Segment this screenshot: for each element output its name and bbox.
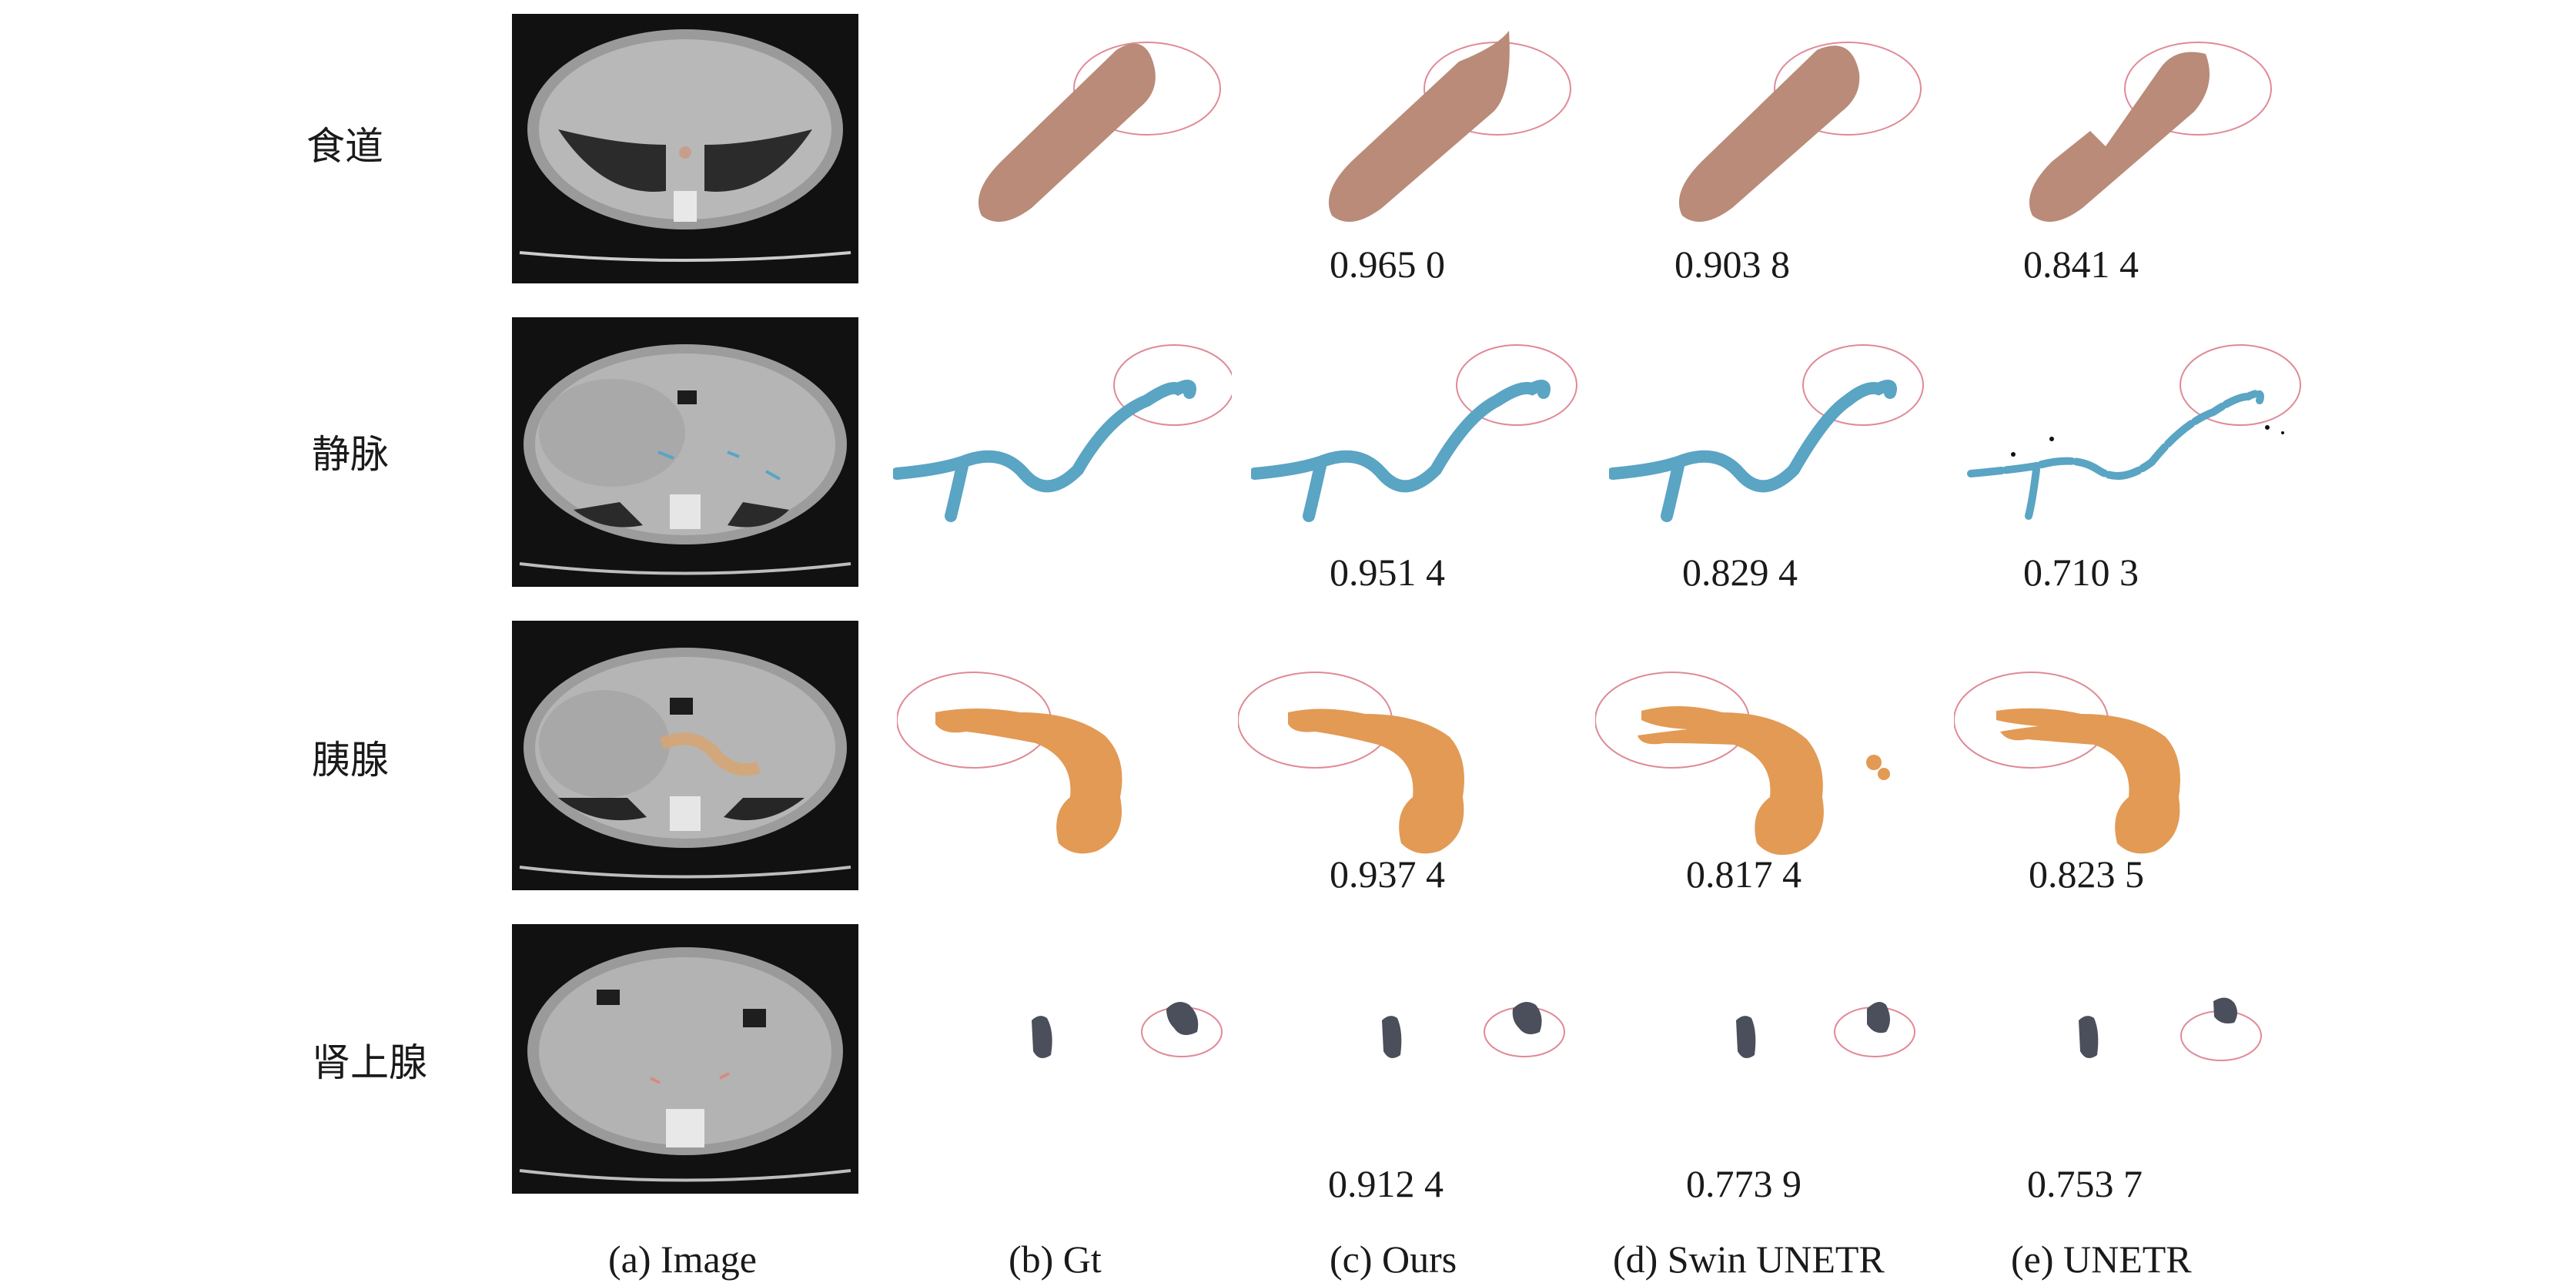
score-vein-unetr: 0.710 3 (2023, 551, 2139, 594)
esophagus-render-ours (1320, 15, 1582, 239)
row-label-pancreas: 胰腺 (312, 738, 389, 782)
ct-image-esophagus (512, 14, 858, 283)
pancreas-render-gt (897, 658, 1220, 866)
adrenal-render-unetr (2063, 986, 2263, 1086)
score-vein-swin: 0.829 4 (1682, 551, 1798, 594)
score-pancreas-swin: 0.817 4 (1686, 853, 1802, 896)
score-esophagus-ours: 0.965 0 (1330, 243, 1445, 286)
column-label-unetr: (e) UNETR (2011, 1238, 2192, 1281)
pancreas-render-unetr (1954, 658, 2277, 866)
score-pancreas-unetr: 0.823 5 (2029, 853, 2144, 896)
vein-render-swin (1609, 339, 1948, 539)
esophagus-render-swin (1671, 15, 1932, 239)
column-label-swin-unetr: (d) Swin UNETR (1613, 1238, 1885, 1281)
column-label-gt: (b) Gt (1009, 1238, 1102, 1281)
row-label-adrenal: 肾上腺 (312, 1040, 427, 1085)
adrenal-render-swin (1721, 986, 1921, 1086)
row-label-vein: 静脉 (312, 432, 389, 477)
esophagus-render-unetr (2021, 15, 2283, 239)
pancreas-render-swin (1595, 658, 1919, 866)
vein-render-ours (1251, 339, 1590, 539)
score-adrenal-ours: 0.912 4 (1328, 1162, 1444, 1205)
ct-image-adrenal (512, 924, 858, 1194)
row-label-esophagus: 食道 (306, 124, 383, 169)
vein-render-gt (893, 339, 1232, 539)
pancreas-render-ours (1238, 658, 1561, 866)
score-adrenal-unetr: 0.753 7 (2027, 1162, 2143, 1205)
vein-render-unetr (1967, 339, 2306, 539)
adrenal-render-gt (1024, 986, 1224, 1086)
score-pancreas-ours: 0.937 4 (1330, 853, 1445, 896)
column-label-image: (a) Image (608, 1238, 757, 1281)
ct-image-vein (512, 317, 858, 587)
score-esophagus-swin: 0.903 8 (1674, 243, 1790, 286)
score-vein-ours: 0.951 4 (1330, 551, 1445, 594)
ct-image-pancreas (512, 621, 858, 890)
score-esophagus-unetr: 0.841 4 (2023, 243, 2139, 286)
column-label-ours: (c) Ours (1330, 1238, 1457, 1281)
esophagus-render-gt (970, 15, 1232, 239)
score-adrenal-swin: 0.773 9 (1686, 1162, 1802, 1205)
adrenal-render-ours (1367, 986, 1567, 1086)
